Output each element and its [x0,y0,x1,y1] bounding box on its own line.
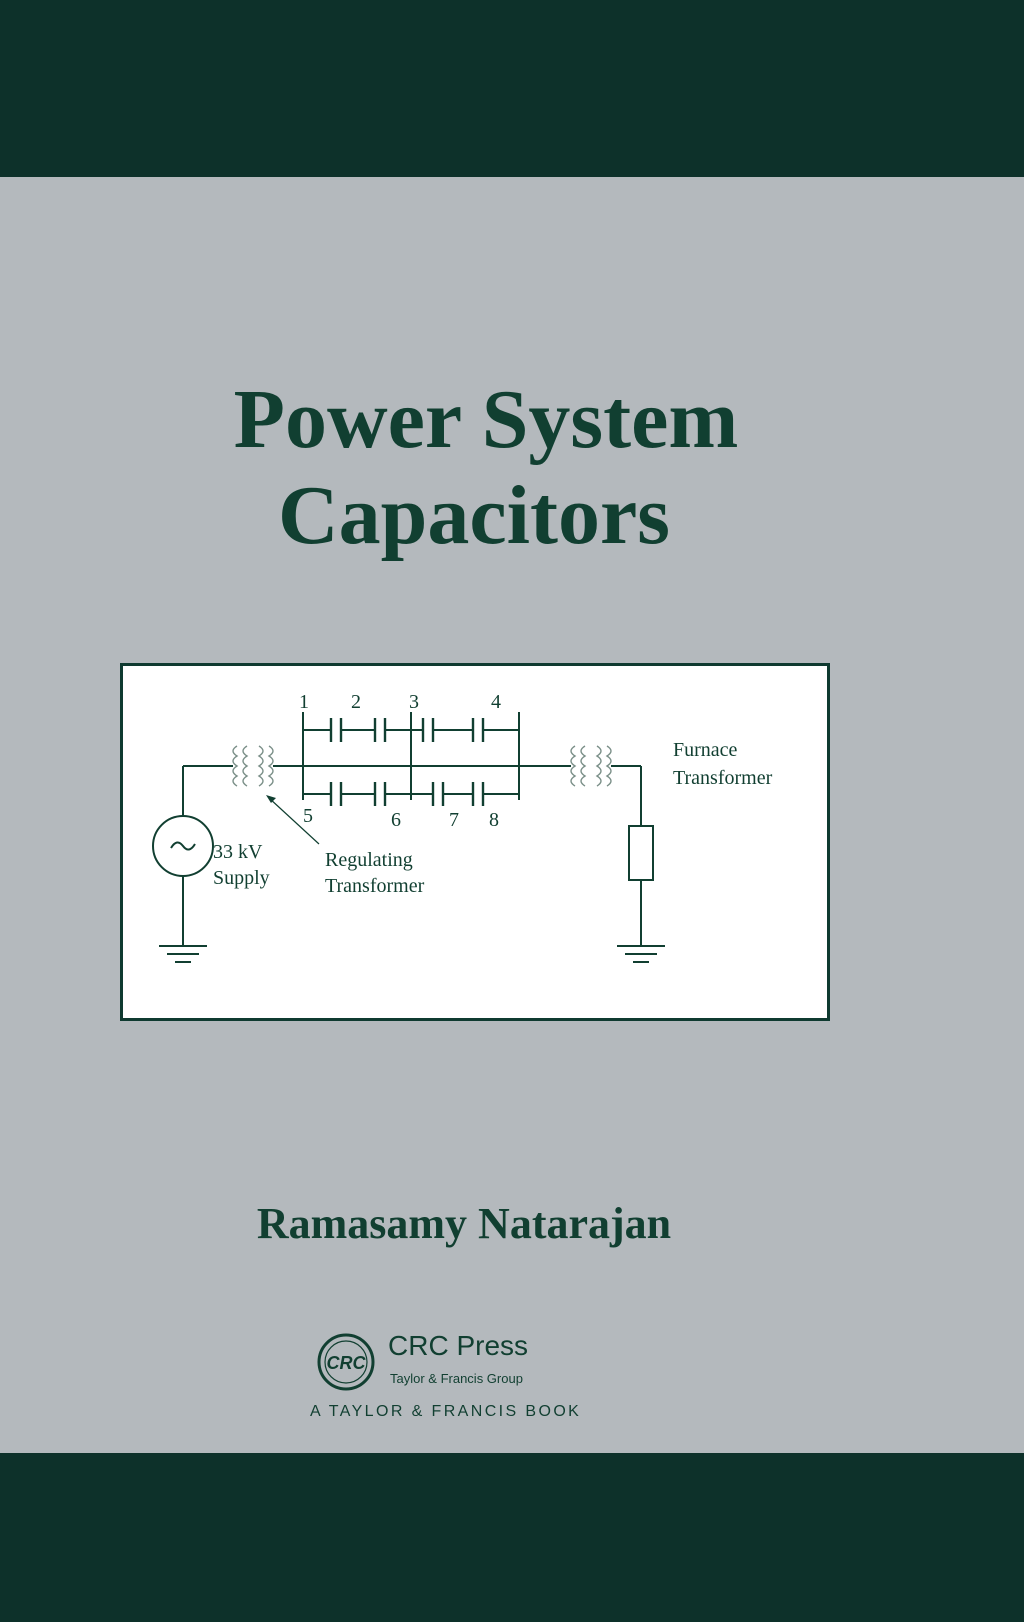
publisher-logo: CRC CRC Press Taylor & Francis Group A T… [310,1328,636,1428]
supply-label-line-2: Supply [213,867,270,889]
publisher-group: Taylor & Francis Group [390,1371,523,1386]
capacitor-5-symbol [329,782,343,806]
capacitor-7-symbol [431,782,445,806]
author-name: Ramasamy Natarajan [256,1199,672,1248]
circuit-diagram: 1 2 3 4 5 6 7 8 33 kV Supply Regulating … [120,663,830,1021]
cap-label-3: 3 [409,691,419,713]
regulating-transformer-symbol [232,745,274,787]
publisher-name: CRC Press [388,1330,529,1361]
publisher-tagline: A TAYLOR & FRANCIS BOOK [310,1403,582,1420]
furnace-load-resistor-symbol [628,825,654,881]
crc-logo-icon: CRC [317,1333,375,1391]
crc-logo-text: CRC [327,1353,367,1373]
pointer-arrow-icon [266,795,276,803]
furnace-label-line-2: Transformer [673,767,773,789]
supply-label-line-1: 33 kV [213,841,263,863]
pointer-line [268,797,320,845]
furnace-label-line-1: Furnace [673,739,738,761]
capacitor-2-symbol [373,718,387,742]
cap-label-8: 8 [489,809,499,831]
cap-label-2: 2 [351,691,361,713]
regulating-label-line-2: Transformer [325,875,425,897]
ground-left-icon [159,945,207,963]
cap-label-4: 4 [491,691,501,713]
top-band [0,0,1024,177]
capacitor-3-symbol [421,718,435,742]
cap-label-7: 7 [449,809,459,831]
cap-label-5: 5 [303,805,313,827]
cap-label-6: 6 [391,809,401,831]
ground-right-icon [617,945,665,963]
cap-label-1: 1 [299,691,309,713]
title-line-1: Power System [233,373,739,466]
capacitor-6-symbol [373,782,387,806]
regulating-label-line-1: Regulating [325,849,413,871]
book-title: Power System Capacitors [0,372,1024,564]
furnace-transformer-symbol [570,745,612,787]
capacitor-8-symbol [471,782,485,806]
capacitor-4-symbol [471,718,485,742]
title-line-2: Capacitors [278,469,670,562]
bottom-band [0,1453,1024,1622]
ac-sine-icon [170,841,196,851]
circuit-svg: 1 2 3 4 5 6 7 8 33 kV Supply Regulating … [152,691,773,963]
capacitor-1-symbol [329,718,343,742]
